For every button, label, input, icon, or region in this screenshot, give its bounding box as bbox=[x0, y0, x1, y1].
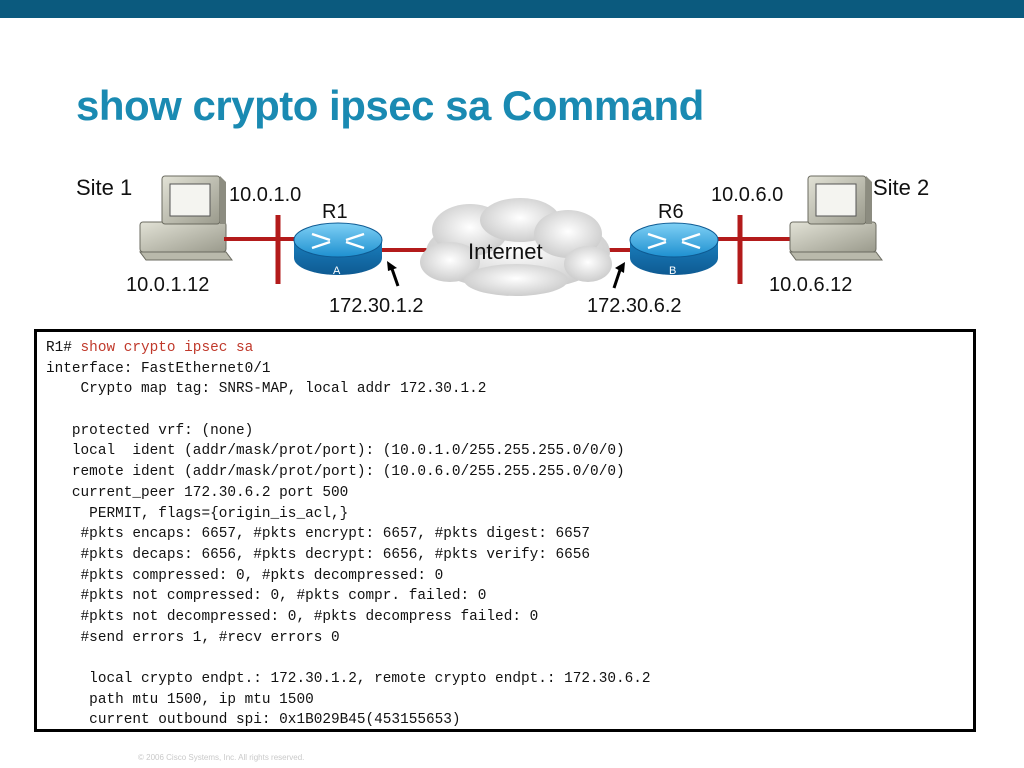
site1-label: Site 1 bbox=[76, 175, 132, 200]
internet-label: Internet bbox=[468, 239, 543, 264]
top-banner bbox=[0, 0, 1024, 18]
cli-output-line: current outbound spi: 0x1B029B45(4531556… bbox=[46, 712, 461, 729]
cli-output-line: #pkts encaps: 6657, #pkts encrypt: 6657,… bbox=[46, 526, 591, 543]
cli-output-line: #pkts not compressed: 0, #pkts compr. fa… bbox=[46, 588, 487, 605]
r1-router-letter: A bbox=[333, 265, 341, 277]
site1-pc-icon bbox=[139, 175, 233, 261]
cli-output-line: current_peer 172.30.6.2 port 500 bbox=[46, 484, 349, 501]
cli-output-line: interface: FastEthernet0/1 bbox=[46, 360, 271, 377]
site2-pc-icon bbox=[789, 175, 883, 261]
cli-output-line: #pkts compressed: 0, #pkts decompressed:… bbox=[46, 567, 444, 584]
cli-output-line: PERMIT, flags={origin_is_acl,} bbox=[46, 505, 349, 522]
cli-command-line: R1# show crypto ipsec sa bbox=[46, 338, 973, 359]
cli-output-line: #pkts decaps: 6656, #pkts decrypt: 6656,… bbox=[46, 546, 591, 563]
cli-output-line: Crypto map tag: SNRS-MAP, local addr 172… bbox=[46, 381, 487, 398]
r6-name-label: R6 bbox=[658, 201, 684, 223]
cli-output-panel: R1# show crypto ipsec sa interface: Fast… bbox=[34, 329, 976, 732]
site1-network-label: 10.0.1.0 bbox=[229, 184, 301, 206]
site1-lan-link bbox=[224, 215, 300, 284]
site1-host-ip-label: 10.0.1.12 bbox=[126, 274, 209, 296]
cli-output-line: #pkts not decompressed: 0, #pkts decompr… bbox=[46, 608, 539, 625]
site2-lan-link bbox=[715, 215, 800, 284]
r6-interface-arrow bbox=[612, 262, 625, 289]
r6-interface-ip-label: 172.30.6.2 bbox=[587, 295, 682, 317]
cli-output-line bbox=[46, 648, 973, 669]
r6-router-letter: B bbox=[669, 265, 676, 277]
internet-cloud-icon bbox=[420, 198, 612, 296]
r1-name-label: R1 bbox=[322, 201, 348, 223]
cli-prompt: R1# bbox=[46, 340, 81, 356]
r6-router-icon bbox=[629, 222, 719, 275]
cli-output-line: #send errors 1, #recv errors 0 bbox=[46, 629, 340, 646]
network-diagram: Site 1 10.0.1.0 10.0.1.12 R1 A 172.30.1.… bbox=[76, 175, 929, 317]
slide-title: show crypto ipsec sa Command bbox=[76, 82, 704, 129]
r1-interface-ip-label: 172.30.1.2 bbox=[329, 295, 424, 317]
site2-network-label: 10.0.6.0 bbox=[711, 184, 783, 206]
site2-host-ip-label: 10.0.6.12 bbox=[769, 274, 852, 296]
copyright-notice: © 2006 Cisco Systems, Inc. All rights re… bbox=[138, 753, 305, 762]
r1-router-icon bbox=[293, 222, 383, 275]
cli-output-line: path mtu 1500, ip mtu 1500 bbox=[46, 691, 314, 708]
cli-output-line: local crypto endpt.: 172.30.1.2, remote … bbox=[46, 671, 651, 687]
cli-output-line: protected vrf: (none) bbox=[46, 422, 254, 439]
r1-interface-arrow bbox=[387, 261, 400, 287]
cli-command: show crypto ipsec sa bbox=[80, 340, 254, 356]
cli-output-line: local ident (addr/mask/prot/port): (10.0… bbox=[46, 443, 625, 460]
cli-output-line: remote ident (addr/mask/prot/port): (10.… bbox=[46, 464, 625, 481]
site2-label: Site 2 bbox=[873, 175, 929, 200]
cli-output-line bbox=[46, 400, 973, 421]
